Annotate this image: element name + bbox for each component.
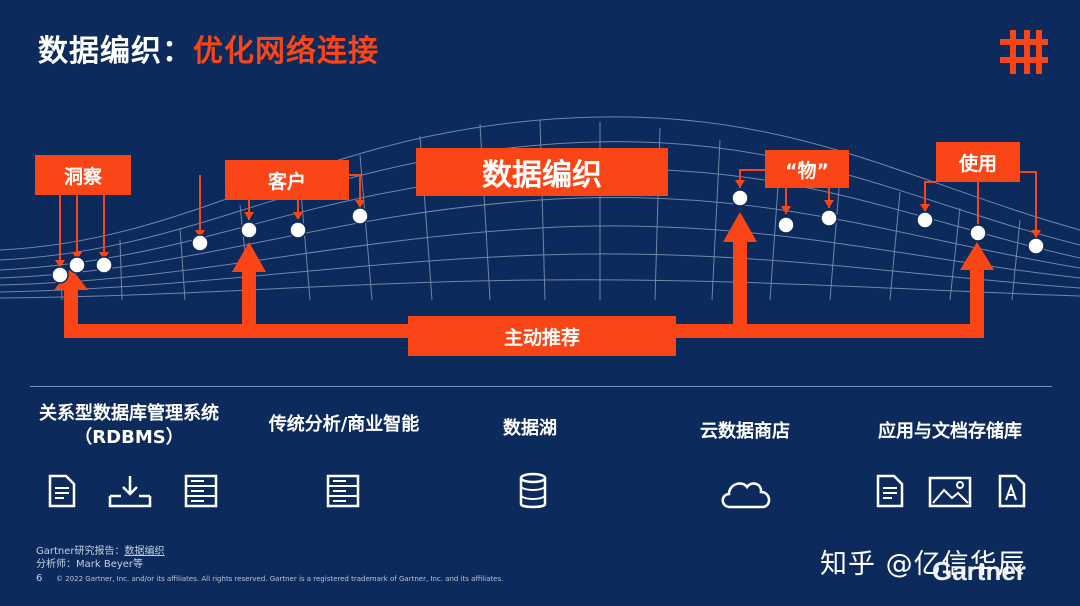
watermark: 知乎 @亿信华辰 xyxy=(820,549,1026,580)
title-main: 数据编织： xyxy=(38,34,193,69)
footer-report-prefix: Gartner研究报告： xyxy=(36,546,125,557)
fabric-diagram: 洞察 客户 数据编织 “物” 使用 主动推荐 xyxy=(0,100,1080,370)
category-rdbms-line1: 关系型数据库管理系统 xyxy=(39,403,219,424)
active-recommendation: 主动推荐 xyxy=(408,316,676,356)
node-things: “物” xyxy=(765,150,849,188)
category-analytics: 传统分析/商业智能 xyxy=(268,414,420,435)
divider xyxy=(30,386,1052,387)
document-icon xyxy=(48,474,76,508)
text-file-icon xyxy=(998,474,1026,508)
category-rdbms-line2: （RDBMS） xyxy=(74,427,184,448)
node-customer: 客户 xyxy=(225,160,349,200)
node-insight: 洞察 xyxy=(35,155,131,195)
copyright: © 2022 Gartner, Inc. and/or its affiliat… xyxy=(56,575,504,583)
category-doc-store: 应用与文档存储库 xyxy=(878,421,1022,442)
node-usage: 使用 xyxy=(936,142,1020,182)
server-icon xyxy=(184,474,218,508)
document-icon xyxy=(876,474,904,508)
gartner-logo: Gartner xyxy=(932,556,1026,586)
hash-logo-icon xyxy=(1000,30,1048,74)
image-icon xyxy=(928,476,972,508)
footer-report: Gartner研究报告：数据编织 xyxy=(36,542,165,557)
page-number: 6 xyxy=(36,573,43,584)
footer-analyst: 分析师：Mark Beyer等 xyxy=(36,559,144,570)
title-sub: 优化网络连接 xyxy=(193,34,379,69)
category-cloud-store: 云数据商店 xyxy=(700,421,790,442)
slide-title: 数据编织：优化网络连接 xyxy=(38,26,379,70)
database-icon xyxy=(519,472,547,509)
category-data-lake: 数据湖 xyxy=(503,418,557,439)
hub-data-fabric: 数据编织 xyxy=(416,148,668,196)
server-icon xyxy=(326,474,360,508)
download-tray-icon xyxy=(108,476,152,508)
footer-report-link[interactable]: 数据编织 xyxy=(124,546,165,557)
cloud-icon xyxy=(721,482,771,509)
category-rdbms: 关系型数据库管理系统 （RDBMS） xyxy=(16,402,242,450)
